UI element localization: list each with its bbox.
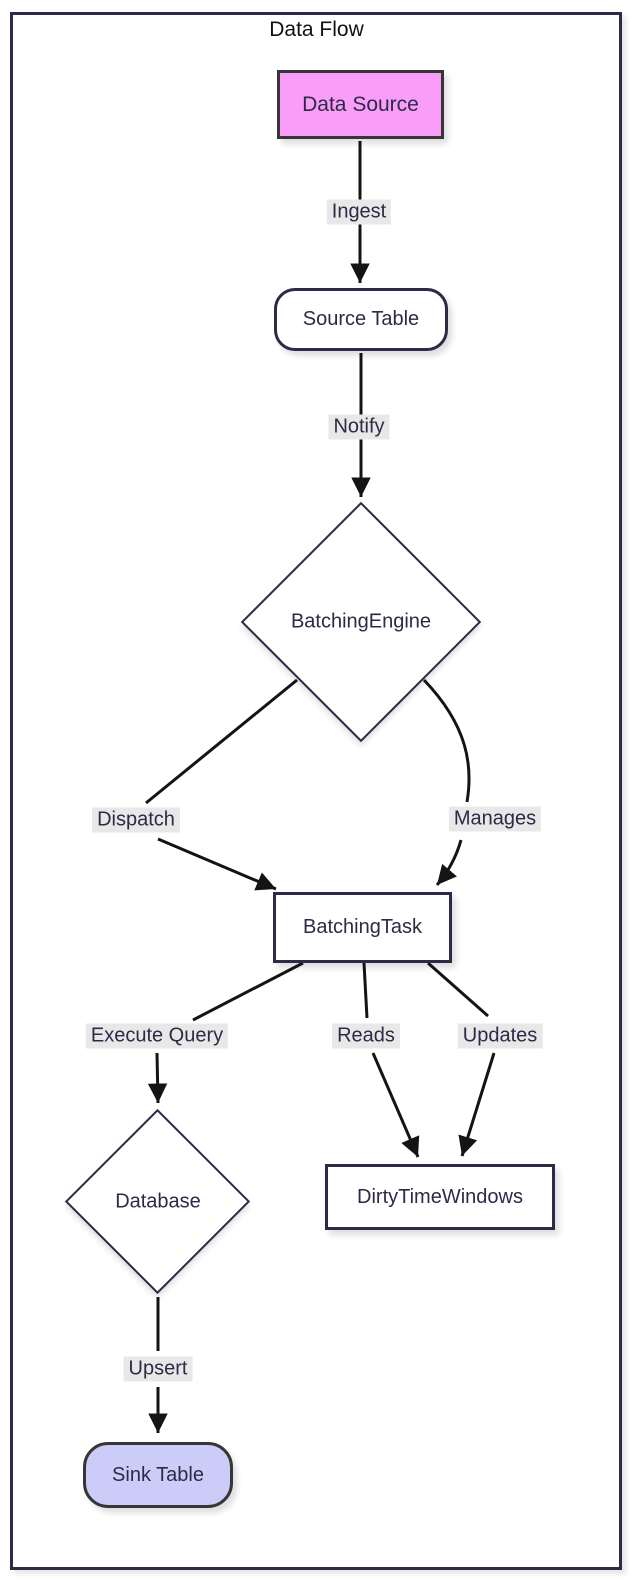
edge-execute-query-a [192, 961, 304, 1022]
node-batching-task: BatchingTask [273, 892, 452, 963]
edge-dispatch-b [157, 837, 277, 891]
edge-label-ingest: Ingest [326, 199, 392, 225]
node-database-label: Database [115, 1190, 201, 1213]
edge-execute-query-b [147, 1052, 168, 1104]
edge-updates-a [427, 961, 489, 1018]
edge-label-updates: Updates [457, 1023, 543, 1049]
edge-label-upsert: Upsert [123, 1356, 193, 1382]
edge-label-manages: Manages [448, 806, 542, 832]
edge-reads-b [371, 1052, 420, 1158]
edge-label-execute-query: Execute Query [85, 1023, 229, 1049]
diagram-title: Data Flow [269, 18, 364, 41]
node-data-source: Data Source [277, 70, 444, 139]
edge-label-notify: Notify [328, 414, 390, 440]
node-sink-table: Sink Table [83, 1442, 233, 1508]
node-source-table: Source Table [274, 288, 448, 351]
edge-manages-a [422, 678, 471, 803]
edge-reads-a [362, 962, 369, 1019]
node-dirty-time-windows: DirtyTimeWindows [325, 1164, 555, 1230]
edge-dispatch-a [145, 678, 298, 805]
edge-label-reads: Reads [332, 1023, 400, 1049]
edge-manages-b [435, 839, 463, 886]
edge-updates-b [458, 1052, 496, 1157]
diagram-frame [10, 12, 622, 1570]
edge-label-dispatch: Dispatch [92, 807, 180, 833]
node-batching-engine-label: BatchingEngine [290, 610, 432, 633]
